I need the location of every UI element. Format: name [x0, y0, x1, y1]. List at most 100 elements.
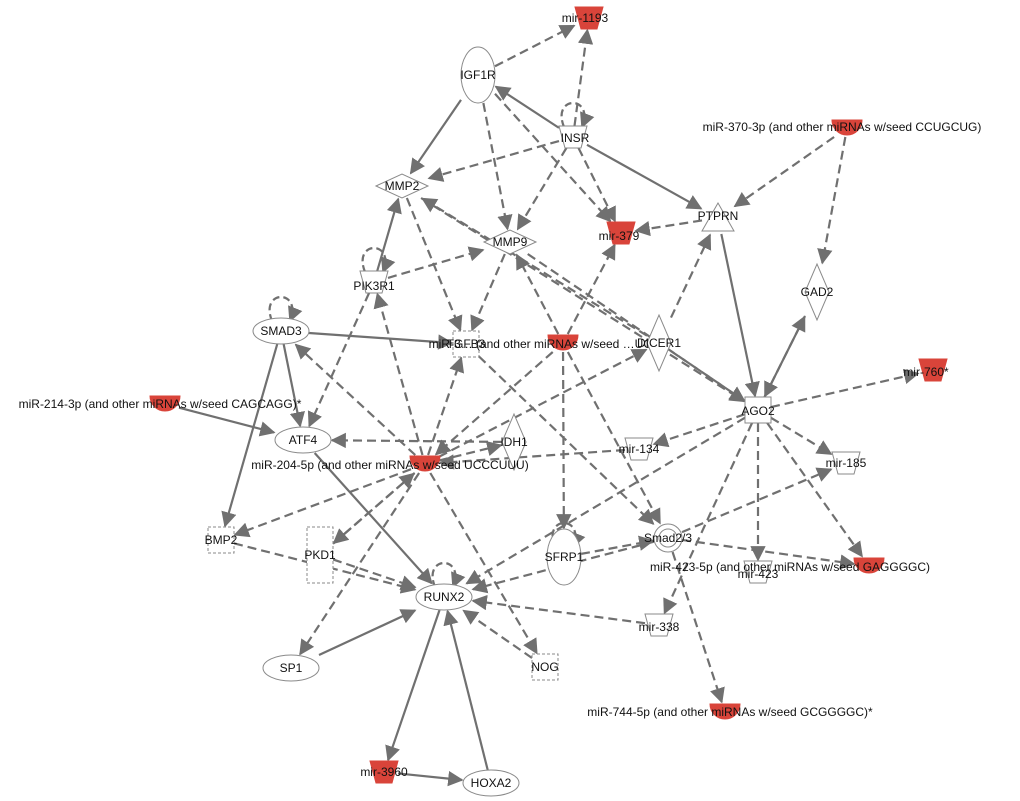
- edge-AGO2-mir134: [652, 413, 746, 448]
- node-label: INSR: [561, 131, 590, 145]
- node-shape: [831, 119, 863, 136]
- node-label: HOXA2: [471, 776, 512, 790]
- node-mir760[interactable]: mir-760*: [903, 358, 949, 382]
- edge-IGF1R-MMP9: [482, 102, 513, 231]
- node-label: MMP9: [493, 235, 528, 249]
- node-gad2[interactable]: GAD2: [801, 262, 834, 322]
- node-mmp9[interactable]: MMP9: [482, 229, 538, 255]
- node-label: IDH1: [500, 435, 528, 449]
- node-shape: [452, 330, 480, 358]
- node-tgfb3[interactable]: TGFB3: [447, 330, 486, 358]
- self-loop-edge: [560, 102, 595, 129]
- node-label: miR-744-5p (and other miRNAs w/seed GCGG…: [587, 705, 873, 719]
- node-shape: [546, 528, 582, 586]
- edge-PTPRN-AGO2: [720, 233, 760, 398]
- node-pik3r1[interactable]: PIK3R1: [353, 247, 396, 294]
- node-shape: [709, 703, 741, 720]
- node-shape: [743, 560, 773, 584]
- node-sp1[interactable]: SP1: [262, 654, 320, 682]
- node-mir423[interactable]: mir-423: [738, 560, 779, 584]
- node-shape: [501, 412, 527, 472]
- edge-INSR-MMP9: [516, 147, 568, 231]
- node-nog[interactable]: NOG: [531, 653, 559, 681]
- edge-mir3x-mir204: [434, 351, 554, 456]
- node-sfrp1[interactable]: SFRP1: [545, 522, 586, 586]
- node-mir204[interactable]: miR-204-5p (and other miRNAs w/seed UCCC…: [251, 455, 529, 472]
- node-mir744[interactable]: miR-744-5p (and other miRNAs w/seed GCGG…: [587, 703, 873, 720]
- node-ago2[interactable]: AGO2: [741, 396, 775, 424]
- node-atf4[interactable]: ATF4: [274, 426, 332, 454]
- edge-NOG-RUNX2: [462, 609, 533, 659]
- node-runx2[interactable]: RUNX2: [415, 562, 473, 611]
- node-bmp2[interactable]: BMP2: [205, 526, 238, 554]
- node-mir1193[interactable]: mir-1193: [562, 6, 609, 30]
- edge-mir3960-HOXA2: [397, 770, 464, 787]
- node-ptprn[interactable]: PTPRN: [698, 201, 739, 232]
- edge-PTPRN-mir379: [634, 219, 703, 237]
- node-label: ATF4: [289, 433, 318, 447]
- edge-mir204-PIK3R1: [373, 292, 424, 456]
- node-mir338[interactable]: mir-338: [639, 613, 680, 637]
- self-loop-edge: [431, 562, 466, 589]
- node-label: MMP2: [385, 179, 420, 193]
- node-label: mir-3960: [360, 765, 408, 779]
- edge-BMP2-RUNX2: [233, 542, 417, 594]
- node-mir3x[interactable]: miR-3… (and other miRNAs w/seed …UG)*: [429, 334, 662, 351]
- node-label: PIK3R1: [353, 279, 395, 293]
- node-label: PTPRN: [698, 209, 739, 223]
- node-igf1r[interactable]: IGF1R: [460, 46, 496, 104]
- edge-Smad23-mir744: [671, 551, 725, 704]
- node-smad3[interactable]: SMAD3: [252, 296, 310, 345]
- node-shape: [574, 6, 604, 30]
- node-label: mir-185: [826, 456, 867, 470]
- edge-AGO2-mir338: [663, 422, 754, 615]
- node-shape: [918, 358, 948, 382]
- self-loop-edge: [268, 296, 303, 323]
- node-dicer1[interactable]: DICER1: [637, 313, 681, 373]
- edge-INSR-mir379: [577, 147, 617, 223]
- edge-mir338-RUNX2: [471, 594, 646, 625]
- edge-AGO2-RUNX2: [465, 416, 746, 585]
- node-idh1[interactable]: IDH1: [500, 412, 528, 472]
- edge-Smad23-mir185: [681, 467, 833, 534]
- node-label: SMAD3: [260, 324, 302, 338]
- node-shape: [624, 437, 654, 461]
- edge-PKD1-mir204: [332, 472, 416, 545]
- node-insr[interactable]: INSR: [558, 102, 595, 149]
- node-smad23[interactable]: Smad2/3: [644, 523, 692, 553]
- edge-mir204-IDH1: [438, 441, 503, 462]
- node-pkd1[interactable]: PKD1: [304, 526, 336, 584]
- node-mir134[interactable]: mir-134: [619, 437, 660, 461]
- node-shape: [744, 396, 772, 424]
- edge-ATF4-RUNX2: [313, 452, 433, 585]
- node-mmp2[interactable]: MMP2: [374, 173, 430, 199]
- edge-DICER1-PTPRN: [670, 233, 712, 319]
- node-mir423_5p[interactable]: miR-423-5p (and other miRNAs w/seed GAGG…: [650, 557, 930, 574]
- edge-AGO2-mir185: [770, 416, 833, 455]
- edge-SMAD3-ATF4: [282, 343, 305, 428]
- node-label: mir-423: [738, 567, 779, 581]
- edge-mir3x-mir379: [566, 243, 616, 335]
- node-mir185[interactable]: mir-185: [826, 451, 867, 475]
- edge-MMP2-AGO2: [420, 197, 746, 403]
- node-hoxa2[interactable]: HOXA2: [462, 769, 520, 797]
- node-label: mir-760*: [903, 365, 949, 379]
- node-mir214[interactable]: miR-214-3p (and other miRNAs w/seed CAGC…: [19, 395, 302, 412]
- node-label: mir-134: [619, 442, 660, 456]
- edge-mir204-TGFB3: [427, 356, 465, 456]
- edge-mir3x-Smad23: [566, 351, 661, 525]
- edge-AGO2-mir760: [770, 369, 920, 409]
- node-mir3960[interactable]: mir-3960: [360, 760, 408, 784]
- edge-SFRP1-Smad23: [580, 535, 655, 555]
- node-mir379[interactable]: mir-379: [599, 221, 640, 245]
- edge-SMAD3-BMP2: [221, 343, 279, 528]
- node-label: mir-1193: [562, 11, 609, 25]
- edge-Smad23-mir423_5p: [681, 538, 856, 570]
- edge-PKD1-RUNX2: [332, 558, 417, 591]
- node-shape: [547, 334, 579, 351]
- edge-mir204-NOG: [429, 472, 538, 655]
- node-mir370[interactable]: miR-370-3p (and other miRNAs w/seed CCUG…: [703, 119, 982, 136]
- edge-RUNX2-mir3960: [385, 609, 441, 762]
